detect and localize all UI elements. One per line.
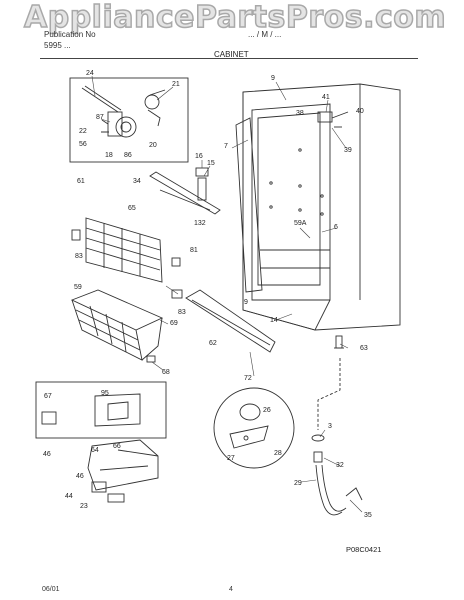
callout: 65 [128, 205, 136, 212]
cabinet-body [242, 83, 401, 331]
callout: 72 [244, 375, 252, 382]
wire-shelf [85, 217, 163, 283]
kick-plate [185, 289, 276, 353]
callout: 9 [244, 299, 248, 306]
publication-number: 5995 ... [44, 41, 71, 50]
callout: 27 [227, 455, 235, 462]
thermostat-inset [69, 77, 189, 163]
callout: 22 [79, 128, 87, 135]
callout: 28 [274, 450, 282, 457]
callout: 23 [80, 503, 88, 510]
section-title: CABINET [214, 50, 249, 59]
model-line: ... / M / ... [248, 30, 282, 39]
callout: 26 [263, 407, 271, 414]
callout: 87 [96, 114, 104, 121]
callout: 64 [91, 447, 99, 454]
top-hinge [317, 111, 349, 128]
callout: 40 [356, 108, 364, 115]
callout: 132 [194, 220, 206, 227]
callout: 46 [76, 473, 84, 480]
callout: 63 [360, 345, 368, 352]
header-rule [40, 58, 418, 59]
callout: 44 [65, 493, 73, 500]
callout: 41 [322, 94, 330, 101]
callout: 66 [113, 443, 121, 450]
callout: 59A [294, 220, 307, 227]
callout: 35 [364, 512, 372, 519]
footer-date: 06/01 [42, 586, 60, 593]
thermostat-bulb [197, 177, 207, 201]
callout: 24 [86, 70, 94, 77]
basket-stop [146, 355, 156, 363]
callout: 83 [178, 309, 186, 316]
callout: 83 [75, 253, 83, 260]
callout: 39 [344, 147, 352, 154]
callout: 34 [133, 178, 141, 185]
callout: 69 [170, 320, 178, 327]
callout: 59 [74, 284, 82, 291]
callout: 81 [190, 247, 198, 254]
shelf-clip-right [171, 257, 181, 267]
callout: 7 [224, 143, 228, 150]
callout-numbers: 24 87 21 22 56 18 86 20 61 34 16 15 7 9 … [43, 70, 372, 519]
callout: 38 [296, 110, 304, 117]
callout: 95 [101, 390, 109, 397]
door-seal [235, 117, 263, 293]
hinge-detail [213, 387, 295, 469]
callout: 14 [270, 317, 278, 324]
callout: 46 [43, 451, 51, 458]
publication-label: Publication No [44, 30, 96, 39]
leveling-leg [334, 335, 344, 349]
callout: 32 [336, 462, 344, 469]
callout: 62 [209, 340, 217, 347]
light-cover [94, 393, 141, 427]
callout: 67 [44, 393, 52, 400]
callout: 15 [207, 160, 215, 167]
watermark: AppliancePartsPros.com [23, 0, 447, 36]
callout: 29 [294, 480, 302, 487]
callout: 68 [162, 369, 170, 376]
shelf-clip-left [71, 229, 81, 241]
callout: 56 [79, 141, 87, 148]
callout: 6 [334, 224, 338, 231]
callout: 61 [77, 178, 85, 185]
drain-hose [311, 358, 363, 516]
callout: 20 [149, 142, 157, 149]
callout: 3 [328, 423, 332, 430]
diagram-code: P08C0421 [346, 545, 381, 554]
footer-page: 4 [229, 586, 233, 593]
light-inset [35, 381, 167, 439]
basket-clip [171, 289, 183, 299]
callout: 86 [124, 152, 132, 159]
leader-lines [91, 75, 363, 513]
callout: 18 [105, 152, 113, 159]
callout: 21 [172, 81, 180, 88]
callout: 16 [195, 153, 203, 160]
switch-assembly [87, 439, 159, 503]
shelf-rail [149, 171, 221, 215]
freezer-basket [70, 289, 164, 361]
callout: 9 [271, 75, 275, 82]
